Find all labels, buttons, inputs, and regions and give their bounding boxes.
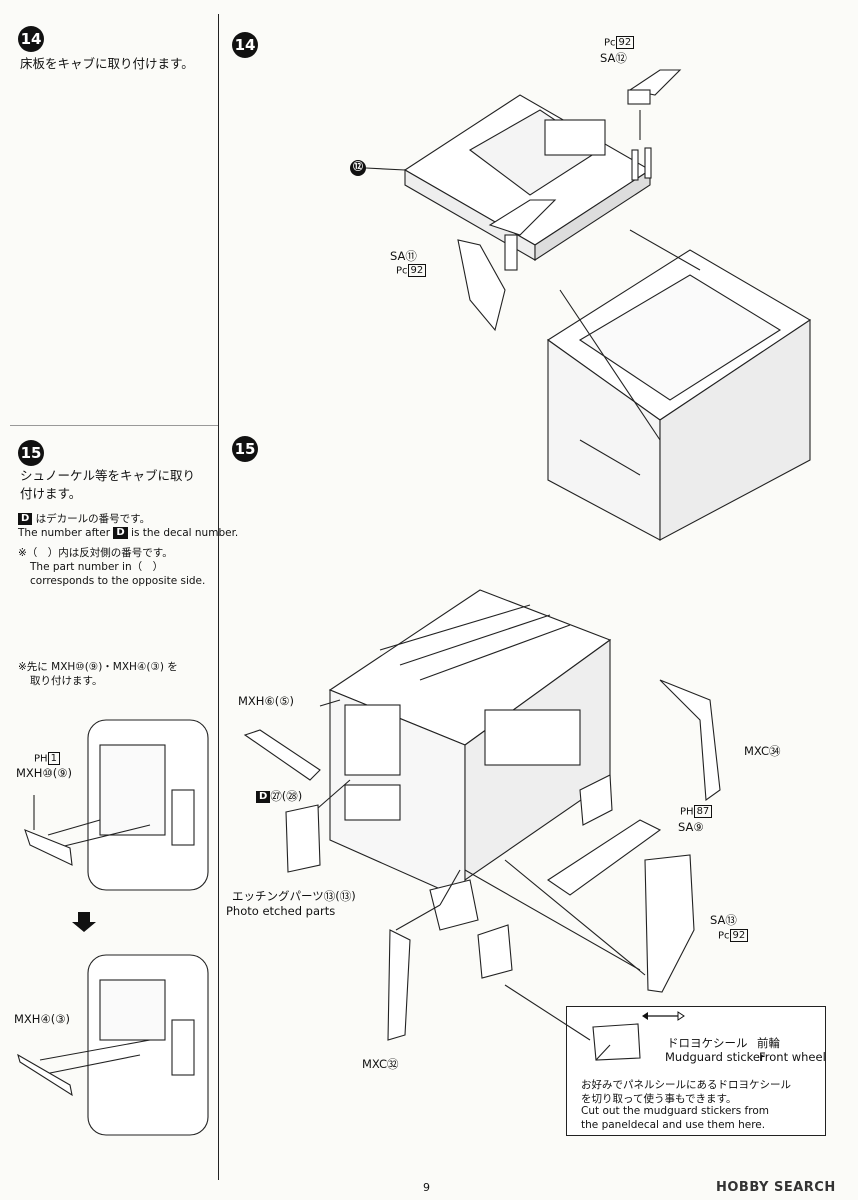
pre-install-note1: ※先に MXH⑩(⑨)・MXH④(③) を <box>18 661 178 673</box>
mudguard-note-jp2: を切り取って使う事もできます。 <box>581 1093 737 1105</box>
sa9-label: SA⑨ <box>678 820 704 834</box>
mxh6-label: MXH⑥(⑤) <box>238 694 295 708</box>
row-divider-left <box>10 425 218 426</box>
mxc32-part-drawing <box>387 929 411 1041</box>
pre-install-note2: 取り付けます。 <box>30 675 103 687</box>
etching-parts-jp: エッチングパーツ⑬(⑬) <box>232 889 356 903</box>
mxc34-label: MXC㉞ <box>744 744 781 758</box>
decal-piece-drawing <box>285 804 321 873</box>
step-14-number-right: 14 <box>232 32 258 58</box>
etching-parts-en: Photo etched parts <box>226 904 336 918</box>
mudguard-sticker-icon <box>592 1023 641 1061</box>
opposite-note-jp: ※（ ）内は反対側の番号です。 <box>18 547 173 559</box>
floor-plate-drawing <box>365 94 652 332</box>
decal-mark: D <box>18 513 33 525</box>
opposite-note-en1: The part number in（ ） <box>30 561 164 573</box>
mudguard-note-en2: the paneldecal and use them here. <box>581 1119 766 1131</box>
decal-note-en: The number after D is the decal number. <box>18 527 239 539</box>
mudguard-title-en: Mudguard sticker <box>665 1050 765 1064</box>
mudguard-sticker-box: ドロヨケシール 前輪 Mudguard sticker Front wheel … <box>566 1006 826 1136</box>
step-15-instruction-line1: シュノーケル等をキャブに取り <box>20 468 196 483</box>
mxc32-label: MXC㉜ <box>362 1057 399 1071</box>
sa12-label: SA⑫ <box>600 51 627 65</box>
cab-15-drawing <box>328 589 612 901</box>
front-wheel-en: Front wheel <box>759 1050 826 1064</box>
left-cab-top-drawing <box>24 719 209 891</box>
step-15-number-left: 15 <box>18 440 44 466</box>
opposite-note-en2: corresponds to the opposite side. <box>30 575 206 587</box>
seat-parts-drawing <box>488 69 682 271</box>
front-wheel-jp: 前輪 <box>757 1036 780 1050</box>
part-12-marker: ⑫ <box>350 160 366 176</box>
mxc34-part-drawing <box>659 679 721 802</box>
page-number: 9 <box>423 1181 430 1194</box>
mxh10-label: MXH⑩(⑨) <box>16 766 73 780</box>
sa13-label: SA⑬ <box>710 913 737 927</box>
mudguard-title-jp: ドロヨケシール <box>667 1036 748 1050</box>
left-cab-bottom-drawing <box>17 954 209 1136</box>
step-15-number-right: 15 <box>232 436 258 462</box>
mudguard-note-jp1: お好みでパネルシールにあるドロヨケシール <box>581 1079 791 1091</box>
sa9-part-drawing <box>547 819 662 896</box>
column-divider <box>218 14 219 1180</box>
roof-visor-drawing <box>243 729 321 781</box>
sa13-snorkel-drawing <box>644 854 695 993</box>
double-arrow-icon <box>642 1011 685 1021</box>
hobby-search-watermark: HOBBY SEARCH <box>716 1180 836 1195</box>
cab-14-drawing <box>547 229 812 541</box>
step-14-number-left: 14 <box>18 26 44 52</box>
step-15-instruction-line2: 付けます。 <box>20 486 82 501</box>
arrow-down-icon <box>72 912 96 932</box>
mxh4-label: MXH④(③) <box>14 1012 71 1026</box>
mudguard-note-en1: Cut out the mudguard stickers from <box>581 1105 769 1117</box>
step-14-instruction: 床板をキャブに取り付けます。 <box>20 56 194 71</box>
decal-note-jp: D はデカールの番号です。 <box>18 512 150 526</box>
sa11-label: SA⑪ <box>390 249 417 263</box>
